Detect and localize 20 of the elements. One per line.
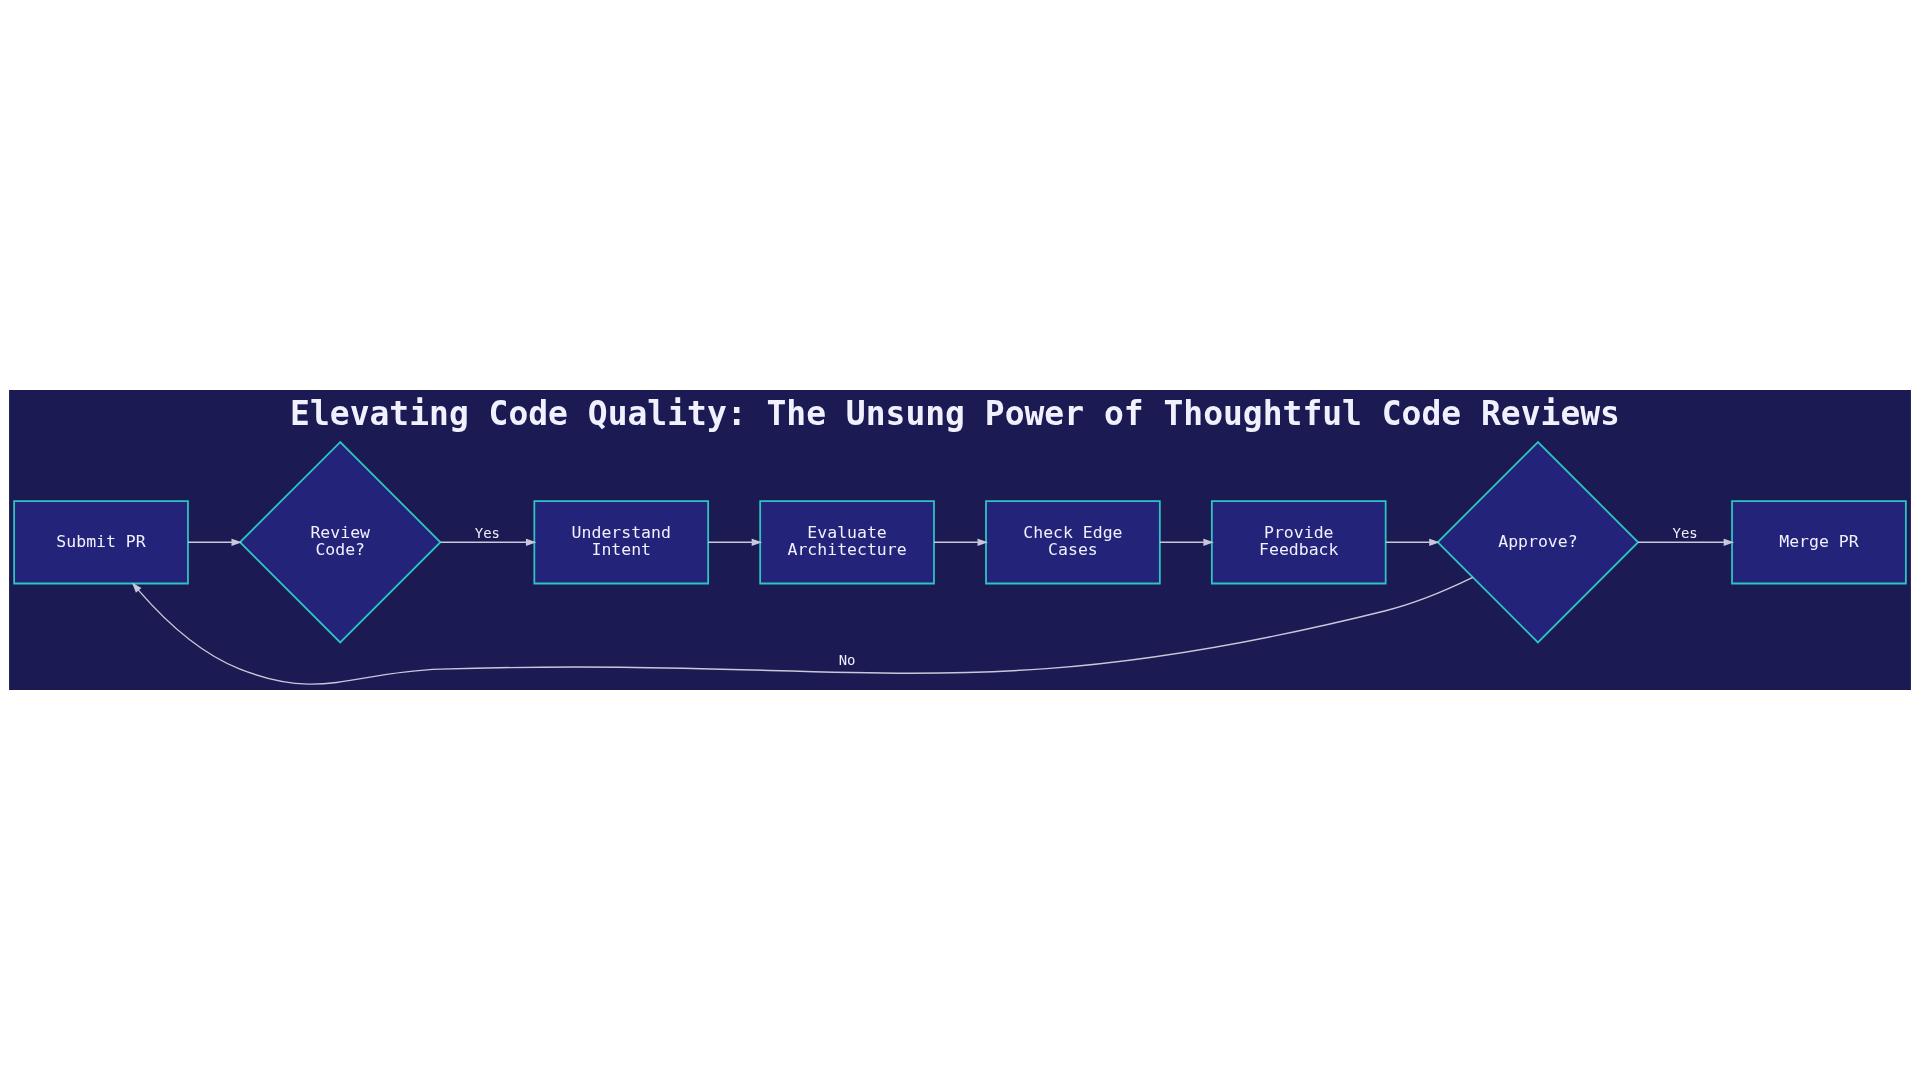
node-box: Understand Intent xyxy=(533,500,710,585)
node-box: Evaluate Architecture xyxy=(759,500,935,585)
arrow xyxy=(1385,538,1440,546)
arrow xyxy=(707,538,763,546)
arrow xyxy=(1159,538,1214,546)
node-box: Submit PR xyxy=(13,500,189,585)
edge-label: Yes xyxy=(1672,525,1698,542)
arrow xyxy=(131,576,1474,685)
edge-label: No xyxy=(838,652,856,669)
node-diamond: Review Code? xyxy=(238,440,442,644)
arrow xyxy=(1637,538,1735,546)
edge-label: Yes xyxy=(474,525,500,542)
node-diamond: Approve? xyxy=(1436,440,1640,644)
arrow xyxy=(933,538,988,546)
node-box: Merge PR xyxy=(1731,500,1907,585)
arrow xyxy=(439,538,537,546)
arrow xyxy=(187,538,242,546)
diagram-title: Elevating Code Quality: The Unsung Power of Thoughtful Code Reviews xyxy=(290,394,1620,434)
node-box: Check Edge Cases xyxy=(985,500,1161,585)
node-box: Provide Feedback xyxy=(1210,500,1387,585)
